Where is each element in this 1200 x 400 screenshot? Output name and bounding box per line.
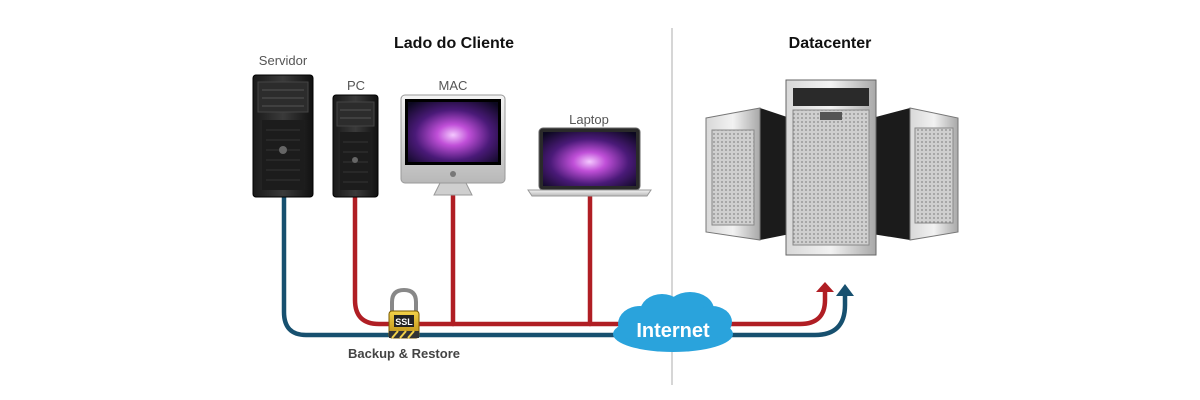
laptop-label: Laptop <box>569 112 609 127</box>
mac-computer <box>400 94 506 196</box>
pc-label: PC <box>346 78 366 93</box>
datacenter-heading: Datacenter <box>788 35 872 52</box>
mac-label: MAC <box>438 78 468 93</box>
blue-line-server <box>281 192 848 338</box>
internet-cloud <box>613 292 733 352</box>
pc-tower <box>332 94 379 198</box>
red-arrowhead <box>816 282 834 292</box>
server-label: Servidor <box>258 53 308 68</box>
datacenter-servers <box>705 79 959 256</box>
blue-arrowhead <box>836 284 854 296</box>
connection-lines <box>281 192 848 338</box>
backup-restore-label: Backup & Restore <box>348 346 460 361</box>
server-tower <box>252 74 314 198</box>
laptop-computer <box>527 127 652 197</box>
ssl-lock-icon: SSL <box>388 287 420 339</box>
client-side-heading: Lado do Cliente <box>394 35 514 52</box>
ssl-label: SSL <box>395 317 413 327</box>
internet-label: Internet <box>636 320 710 342</box>
